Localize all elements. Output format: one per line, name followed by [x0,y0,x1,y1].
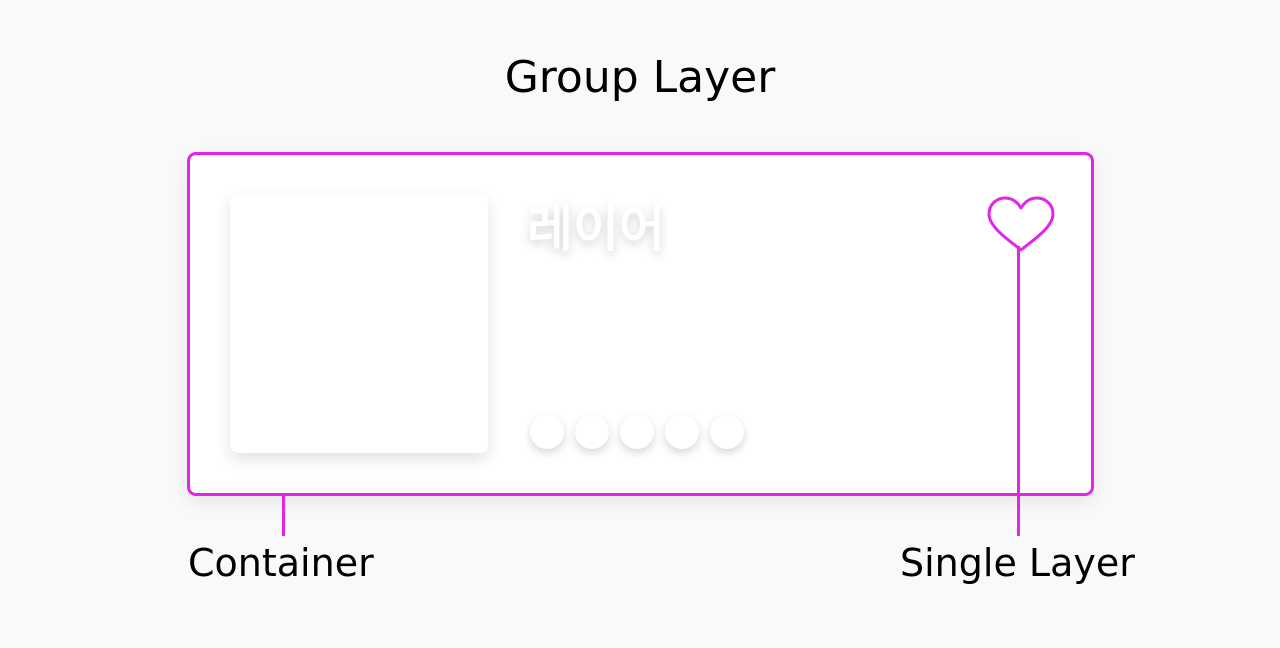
rating-dot [710,415,744,449]
rating-dot [575,415,609,449]
single-layer-pointer-line [1017,246,1020,536]
layer-text: 레이어 [527,200,665,258]
diagram-title: Group Layer [504,52,776,103]
container-label: Container [188,541,374,585]
heart-icon [987,196,1055,252]
single-layer-label: Single Layer [900,541,1135,585]
rating-dot [530,415,564,449]
thumbnail-placeholder [230,195,488,453]
container-pointer-line [282,494,285,536]
rating-dot [620,415,654,449]
group-layer-card: 레이어 [187,152,1094,496]
rating-dots [530,415,744,449]
rating-dot [665,415,699,449]
